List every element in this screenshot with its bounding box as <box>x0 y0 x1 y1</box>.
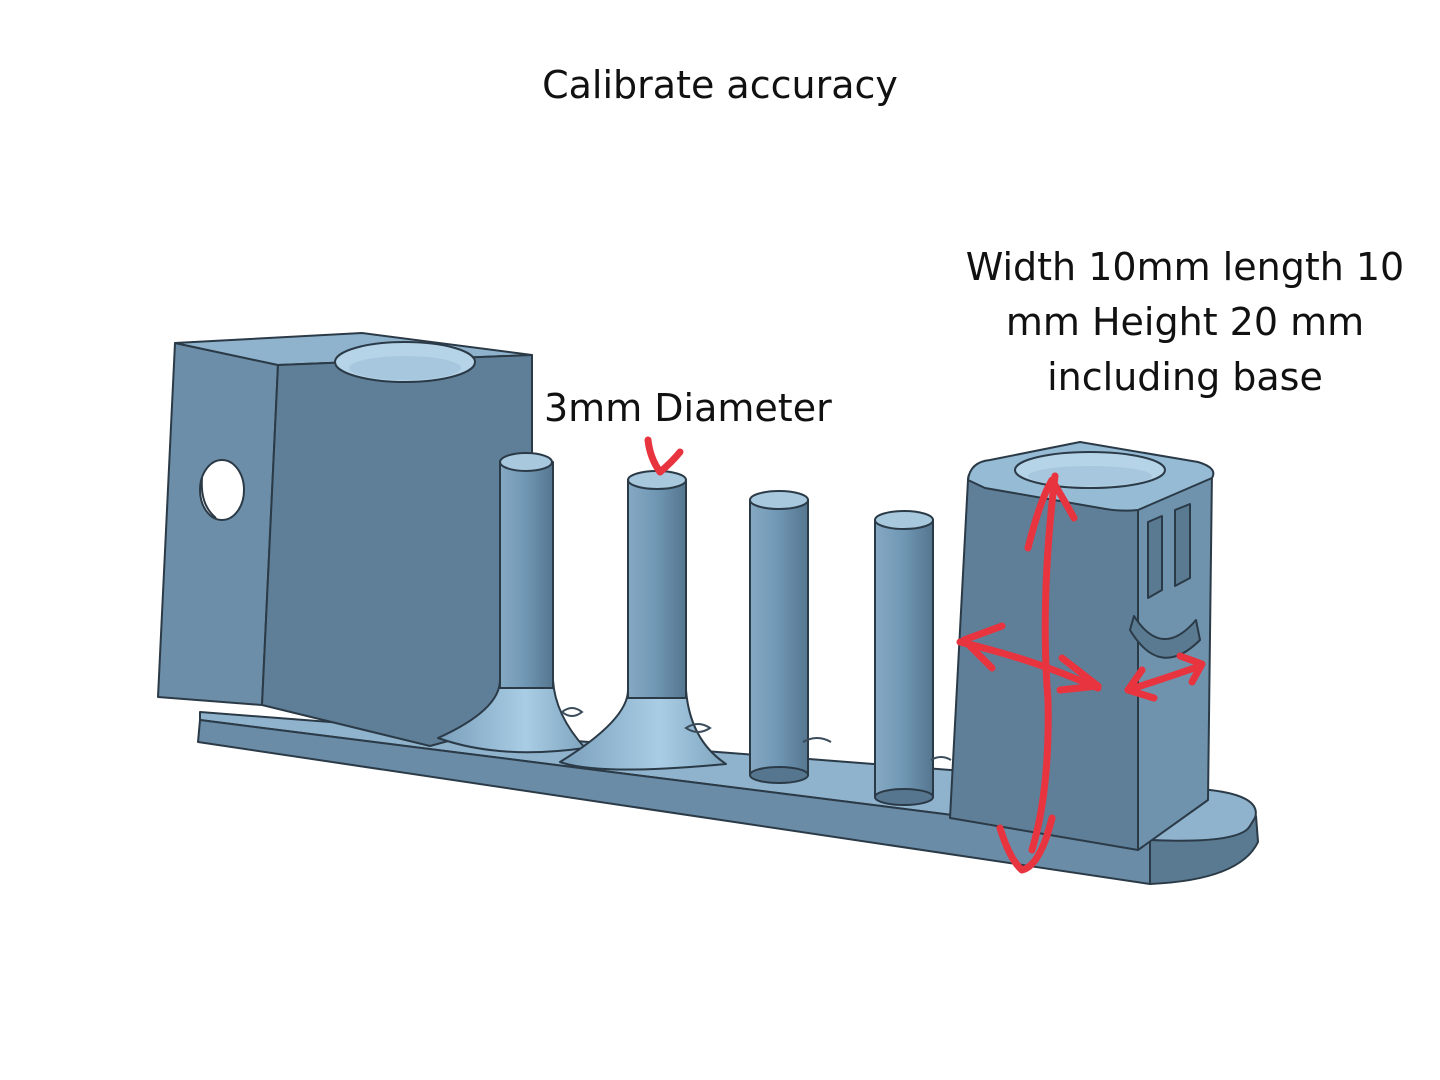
pin-2-flare <box>559 689 727 771</box>
annotation-marks <box>644 436 1206 874</box>
vertical-dimension-arrow <box>1028 472 1059 854</box>
length-arrow-right-head <box>1176 652 1206 686</box>
slot-2 <box>1174 503 1191 587</box>
length-arrow <box>1124 662 1204 694</box>
base-plate-end <box>1149 815 1259 885</box>
dimensions-label: Width 10mm length 10 mm Height 20 mm inc… <box>960 240 1410 405</box>
base-engravings <box>560 707 952 761</box>
smile-groove <box>1129 615 1201 659</box>
page-title: Calibrate accuracy <box>542 63 898 107</box>
side-hole <box>199 459 245 521</box>
diameter-label: 3mm Diameter <box>544 386 832 430</box>
length-arrow-left-head <box>1124 666 1158 702</box>
left-block <box>157 332 533 747</box>
width-arrow-left-head <box>960 622 1006 672</box>
dimensions-line-2: mm Height 20 mm <box>1005 300 1365 344</box>
vertical-arrow-top-head <box>1024 476 1078 552</box>
vertical-arrow-bottom-head <box>996 814 1056 874</box>
pin-1 <box>437 452 586 754</box>
dimensions-line-1: Width 10mm length 10 <box>965 245 1405 289</box>
left-block-side <box>157 342 279 706</box>
pin-1-flare <box>437 679 586 754</box>
slot-1 <box>1147 515 1163 599</box>
pins <box>437 452 934 806</box>
width-arrow <box>956 638 1102 692</box>
pin-4 <box>874 510 934 806</box>
pin-3 <box>749 490 809 784</box>
dimensions-line-3: including base <box>1047 355 1323 399</box>
width-arrow-right-head <box>1056 654 1102 694</box>
pin-2 <box>559 470 727 771</box>
left-block-front <box>261 354 533 747</box>
diameter-pointer-arrow <box>644 436 684 476</box>
